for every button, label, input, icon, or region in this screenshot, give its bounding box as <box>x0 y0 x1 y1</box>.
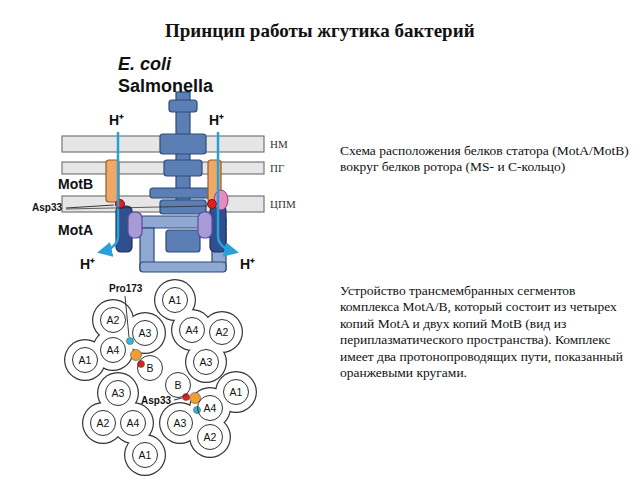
membrane-label: ЦПМ <box>270 198 296 211</box>
segment-circle: A4 <box>179 317 205 343</box>
segment-circle: B <box>137 355 163 381</box>
segment-circle: A1 <box>132 442 158 468</box>
segment-label: A4 <box>204 403 217 414</box>
segment-label: A1 <box>230 387 243 398</box>
segment-label: A3 <box>139 328 152 339</box>
asp33-dot <box>138 361 145 368</box>
ion-label: H⁺ <box>109 112 124 128</box>
segment-label: A4 <box>107 345 120 356</box>
segment-circle: A2 <box>100 307 126 333</box>
membrane-label: НМ <box>270 138 288 151</box>
leader-line <box>174 398 182 400</box>
segment-label: B <box>146 363 153 374</box>
segment-circle: A3 <box>193 349 219 375</box>
mota-outline <box>154 279 243 383</box>
segment-label: A2 <box>97 418 110 429</box>
ion-label: H⁺ <box>209 112 224 128</box>
mota-protein <box>128 212 142 238</box>
leader-line <box>66 205 114 208</box>
segment-label: B <box>174 380 181 391</box>
segment-circle: A2 <box>90 410 116 436</box>
species-name: Salmonella <box>118 76 213 97</box>
proton-path <box>190 393 201 404</box>
segment-label: A3 <box>174 418 187 429</box>
residue-label: Pro173 <box>109 283 142 295</box>
proton-arrow <box>100 132 118 252</box>
segment-circle: B <box>165 372 191 398</box>
description-text: Устройство трансмембранных сегментов ком… <box>340 283 625 382</box>
segment-circle: A4 <box>197 395 223 421</box>
asp33-dot <box>208 200 217 209</box>
motb-protein <box>214 190 228 210</box>
segment-circle: A1 <box>223 379 249 405</box>
protein-label: MotA <box>58 222 93 238</box>
membrane-label: ПГ <box>270 162 284 175</box>
segment-label: A1 <box>139 450 152 461</box>
segment-circle: A4 <box>120 410 146 436</box>
protein-label: MotB <box>58 176 93 192</box>
ion-label: H⁺ <box>80 256 95 272</box>
mota-outline <box>82 372 166 476</box>
segment-label: A4 <box>127 418 140 429</box>
proton-arrow <box>218 132 236 252</box>
mota-outline <box>64 299 166 381</box>
peptidoglycan <box>62 162 264 174</box>
segment-label: A2 <box>216 327 229 338</box>
residue-label: Asp33 <box>141 395 171 407</box>
segment-label: A2 <box>204 432 217 443</box>
segment-circle: A3 <box>105 380 131 406</box>
description-text: Схема расположения белков статора (MotA/… <box>340 143 630 176</box>
mota-protein <box>198 212 212 238</box>
segment-label: A3 <box>112 388 125 399</box>
segment-circle: A2 <box>197 424 223 450</box>
segment-label: A1 <box>169 295 182 306</box>
leader-line <box>66 206 207 209</box>
segment-circle: A2 <box>209 319 235 345</box>
residue-label: Asp33 <box>32 202 62 214</box>
page-title: Принцип работы жгутика бактерий <box>165 20 475 42</box>
segment-circle: A1 <box>72 347 98 373</box>
segment-label: A2 <box>107 315 120 326</box>
segment-circle: A4 <box>100 337 126 363</box>
ion-label: H⁺ <box>240 256 255 272</box>
proton-path <box>131 350 142 361</box>
species-name: E. coli <box>118 54 171 75</box>
segment-label: A3 <box>200 357 213 368</box>
segment-circle: A1 <box>162 287 188 313</box>
segment-label: A1 <box>79 355 92 366</box>
segment-circle: A3 <box>132 320 158 346</box>
mota-outline <box>159 371 257 458</box>
segment-label: A4 <box>186 325 199 336</box>
segment-circle: A3 <box>167 410 193 436</box>
asp33-dot <box>183 394 190 401</box>
